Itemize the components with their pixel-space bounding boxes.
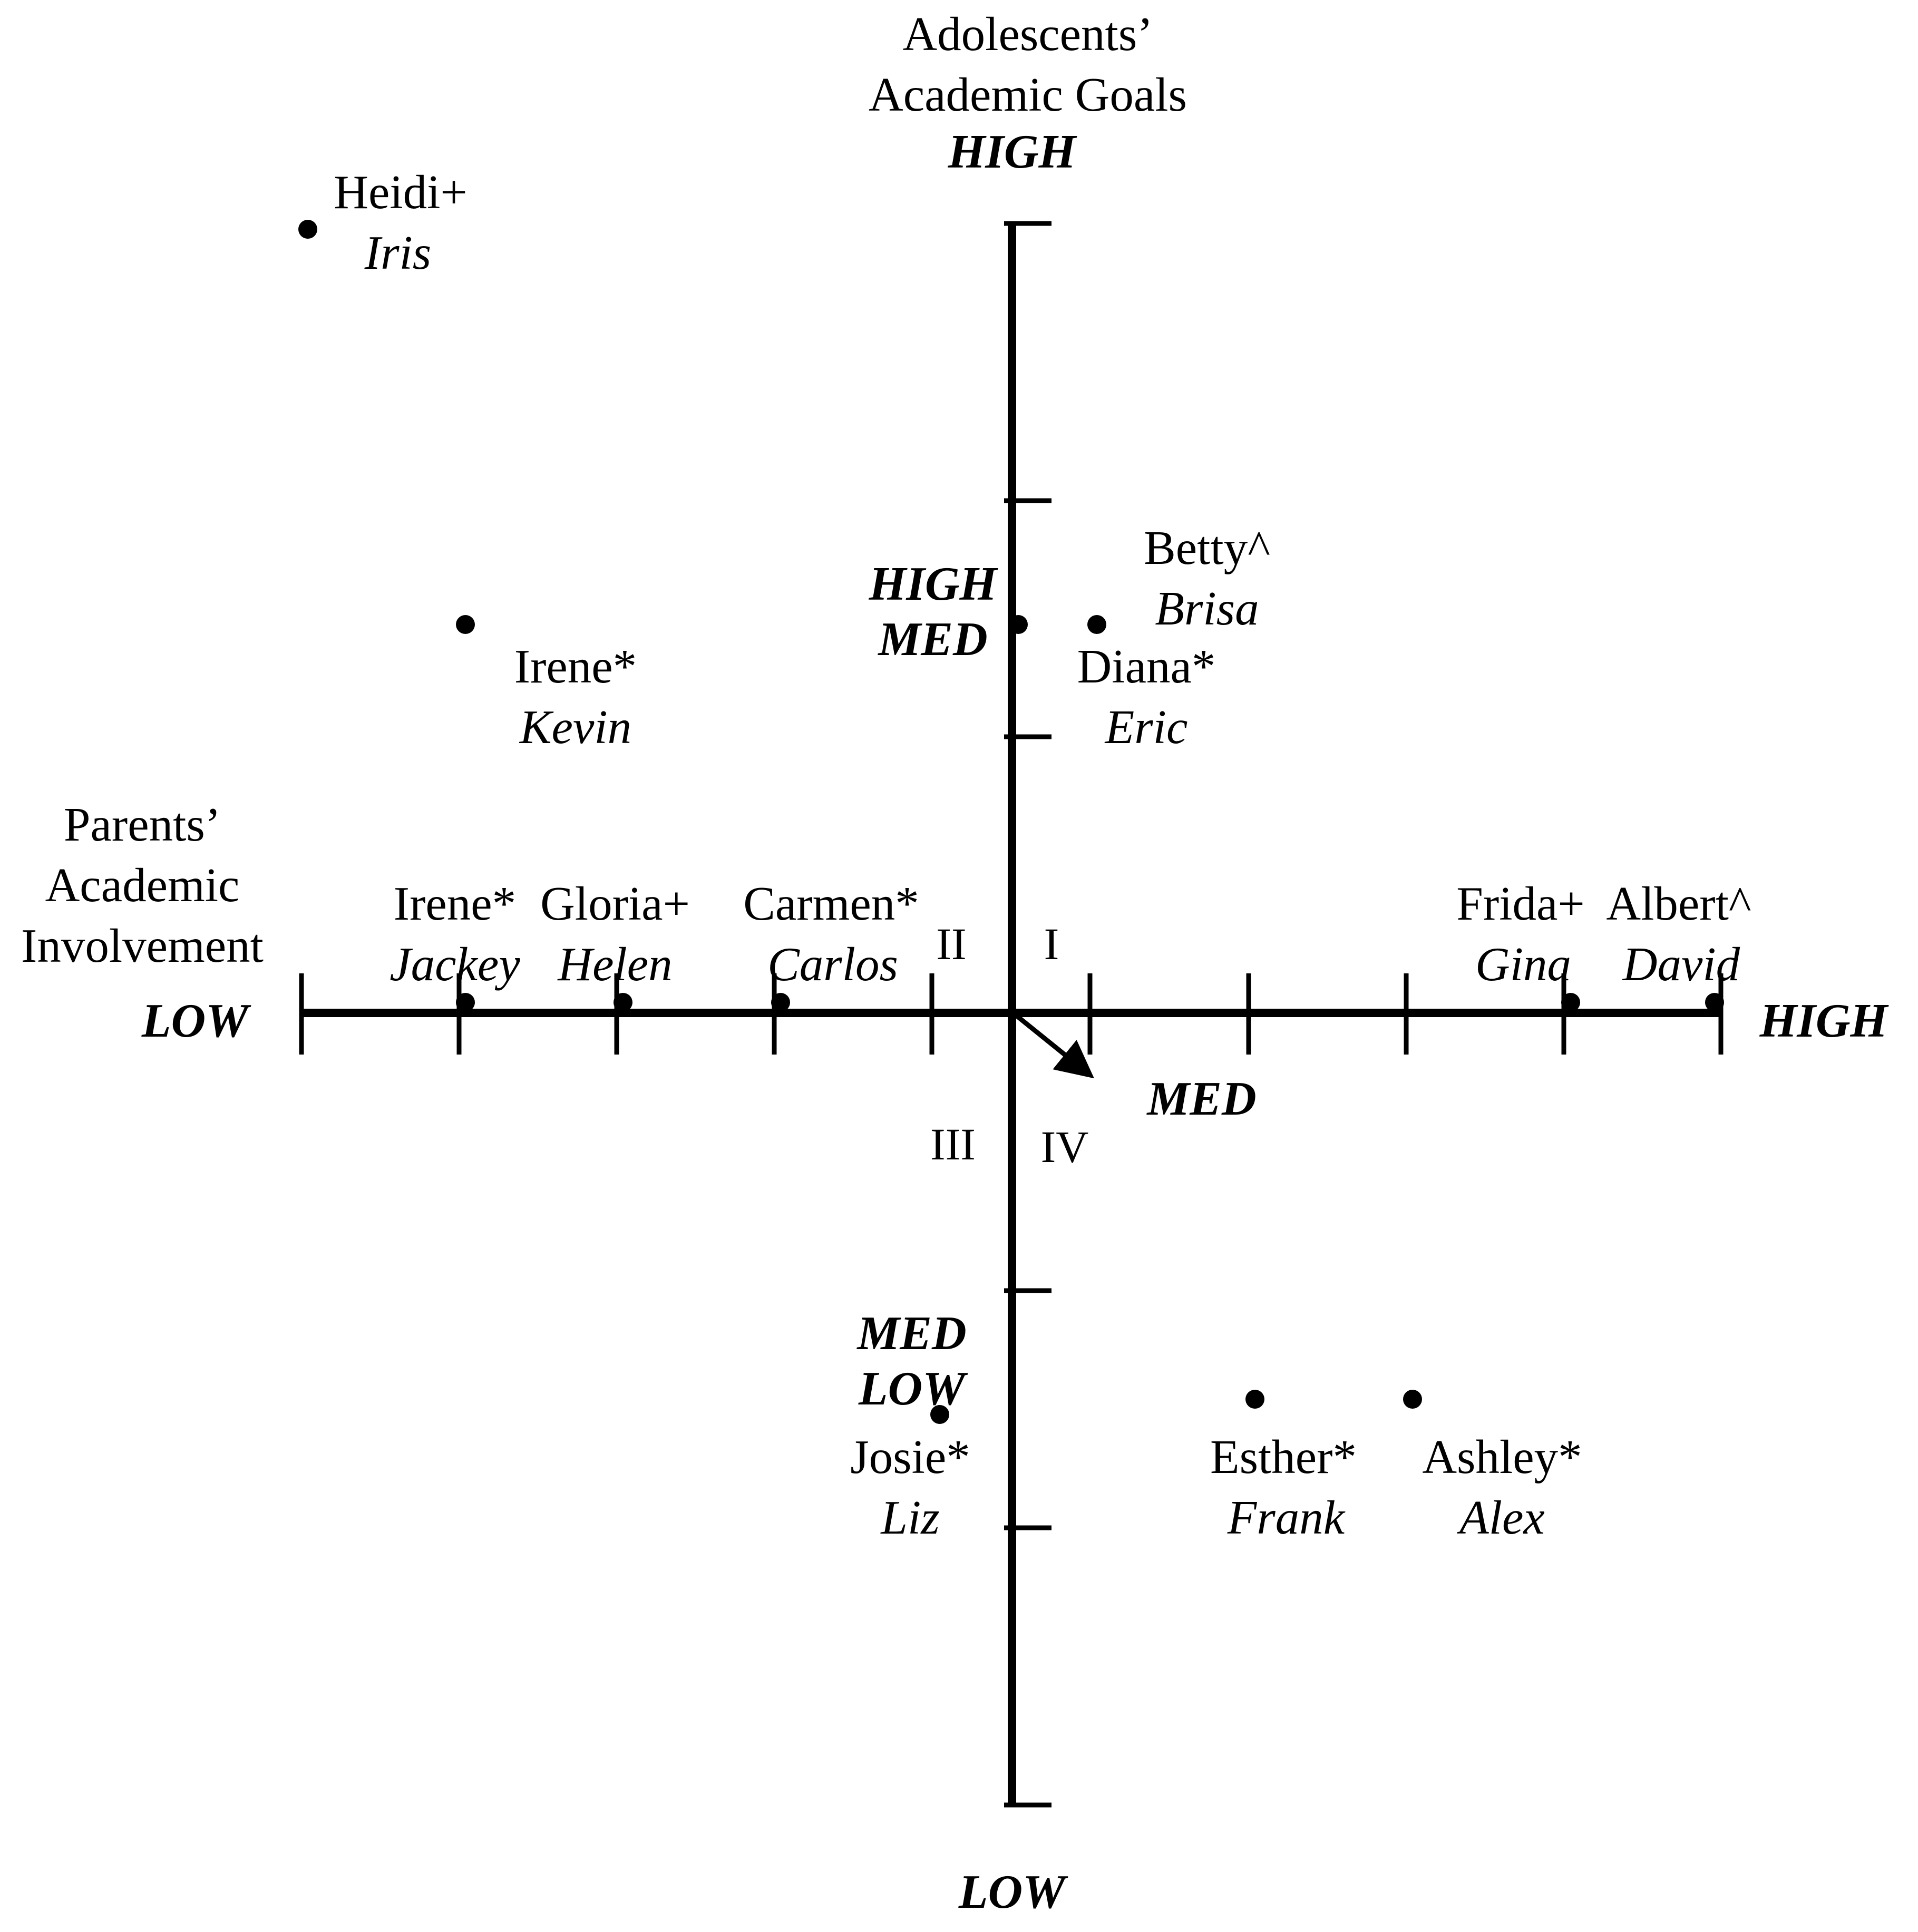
data-point-marker: [930, 1405, 949, 1424]
parent-label: Irene*: [514, 640, 637, 693]
adolescent-label: Frank: [1227, 1491, 1346, 1544]
horizontal-axis-title-line1: Parents’: [64, 798, 221, 851]
data-point-marker: [456, 993, 475, 1012]
level-high-horizontal: HIGH: [1759, 994, 1890, 1047]
adolescent-label: Eric: [1104, 700, 1188, 754]
data-point-marker: [1705, 993, 1724, 1012]
data-point-marker: [771, 993, 790, 1012]
adolescent-label: Alex: [1457, 1491, 1545, 1544]
data-point-marker: [456, 615, 475, 634]
vertical-axis-title-line2: Academic Goals: [869, 68, 1187, 121]
adolescent-label: Iris: [364, 226, 431, 279]
parent-label: Irene*: [394, 877, 516, 930]
adolescent-label: Gina: [1475, 938, 1571, 991]
parent-label: Heidi+: [334, 165, 468, 219]
adolescent-label: Helen: [557, 938, 672, 991]
adolescent-label: David: [1622, 938, 1740, 991]
adolescent-label: Brisa: [1155, 582, 1259, 635]
vertical-axis-title-line1: Adolescents’: [902, 7, 1153, 61]
data-point-marker: [1561, 993, 1580, 1012]
data-point-marker: [1009, 615, 1028, 634]
level-med-low-line2: LOW: [858, 1362, 968, 1415]
level-med-horizontal: MED: [1146, 1072, 1256, 1125]
quadrant-label-iv: IV: [1041, 1121, 1089, 1172]
quadrant-label-iii: III: [930, 1119, 976, 1169]
adolescent-label: Liz: [880, 1491, 939, 1544]
parent-label: Carmen*: [743, 877, 919, 930]
adolescent-label: Carlos: [767, 938, 898, 991]
quadrant-label-i: I: [1044, 919, 1059, 969]
adolescent-label: Kevin: [519, 700, 631, 754]
parent-label: Gloria+: [540, 877, 690, 930]
data-point-marker: [614, 993, 632, 1012]
quadrant-label-ii: II: [936, 919, 966, 969]
level-low-horizontal: LOW: [141, 994, 251, 1047]
data-point-marker: [298, 220, 317, 239]
horizontal-axis-title-line3: Involvement: [21, 919, 264, 972]
med-arrow: [1011, 1011, 1095, 1079]
data-point-marker: [1087, 615, 1106, 634]
adolescent-label: Jackey: [390, 938, 520, 991]
parent-label: Frida+: [1456, 877, 1584, 930]
level-low-vertical: LOW: [958, 1865, 1068, 1918]
parent-label: Betty^: [1144, 521, 1270, 574]
data-points: Heidi+ Iris Irene* Kevin Betty^ Brisa Di…: [298, 165, 1751, 1544]
data-point-marker: [1403, 1390, 1422, 1409]
level-high-vertical: HIGH: [948, 125, 1078, 178]
level-med-low-line1: MED: [856, 1306, 966, 1360]
parent-label: Esther*: [1210, 1430, 1357, 1484]
parent-label: Josie*: [850, 1430, 970, 1484]
level-high-med-line1: HIGH: [869, 557, 999, 610]
parent-label: Ashley*: [1422, 1430, 1582, 1484]
parent-label: Diana*: [1077, 640, 1216, 693]
horizontal-axis-title-line2: Academic: [45, 858, 240, 912]
data-point-marker: [1245, 1390, 1264, 1409]
level-high-med-line2: MED: [877, 612, 987, 666]
parent-label: Albert^: [1606, 877, 1751, 930]
